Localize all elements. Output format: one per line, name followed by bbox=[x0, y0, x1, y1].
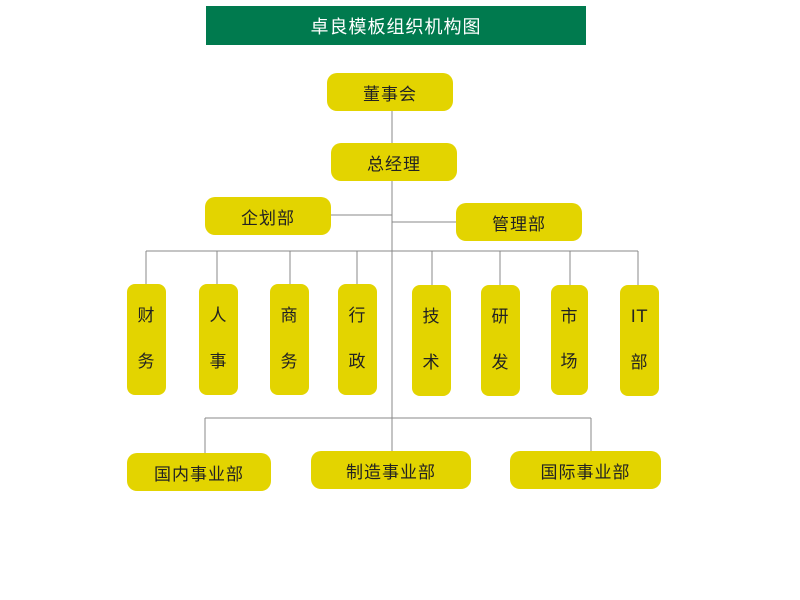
node-general-manager: 总经理 bbox=[331, 143, 457, 181]
node-dept-business: 商 务 bbox=[270, 284, 309, 395]
node-dept-rnd: 研 发 bbox=[481, 285, 520, 396]
node-board: 董事会 bbox=[327, 73, 453, 111]
dept-char: 研 bbox=[491, 307, 510, 328]
dept-char: 事 bbox=[209, 351, 228, 372]
dept-char: 财 bbox=[137, 306, 156, 327]
node-domestic-division: 国内事业部 bbox=[127, 453, 271, 491]
node-dept-tech: 技 术 bbox=[412, 285, 451, 396]
dept-char: 务 bbox=[137, 351, 156, 372]
dept-char: 术 bbox=[422, 352, 441, 373]
node-dept-hr: 人 事 bbox=[199, 284, 238, 395]
dept-char: 人 bbox=[209, 306, 228, 327]
node-manufacturing-division: 制造事业部 bbox=[311, 451, 471, 489]
node-planning-dept: 企划部 bbox=[205, 197, 331, 235]
chart-title: 卓良模板组织机构图 bbox=[206, 6, 586, 45]
node-management-dept: 管理部 bbox=[456, 203, 582, 241]
dept-char: 务 bbox=[280, 351, 299, 372]
node-international-division: 国际事业部 bbox=[510, 451, 661, 489]
dept-char: IT bbox=[630, 307, 649, 328]
dept-char: 市 bbox=[560, 307, 579, 327]
node-dept-it: IT 部 bbox=[620, 285, 659, 396]
dept-char: 部 bbox=[630, 352, 649, 373]
dept-char: 发 bbox=[491, 352, 510, 373]
dept-char: 行 bbox=[348, 306, 367, 327]
node-dept-admin: 行 政 bbox=[338, 284, 377, 395]
dept-char: 技 bbox=[422, 307, 441, 328]
node-dept-finance: 财 务 bbox=[127, 284, 166, 395]
dept-char: 商 bbox=[280, 306, 299, 327]
dept-char: 政 bbox=[348, 351, 367, 372]
node-dept-marketing: 市 场 bbox=[551, 285, 588, 395]
dept-char: 场 bbox=[560, 352, 579, 372]
